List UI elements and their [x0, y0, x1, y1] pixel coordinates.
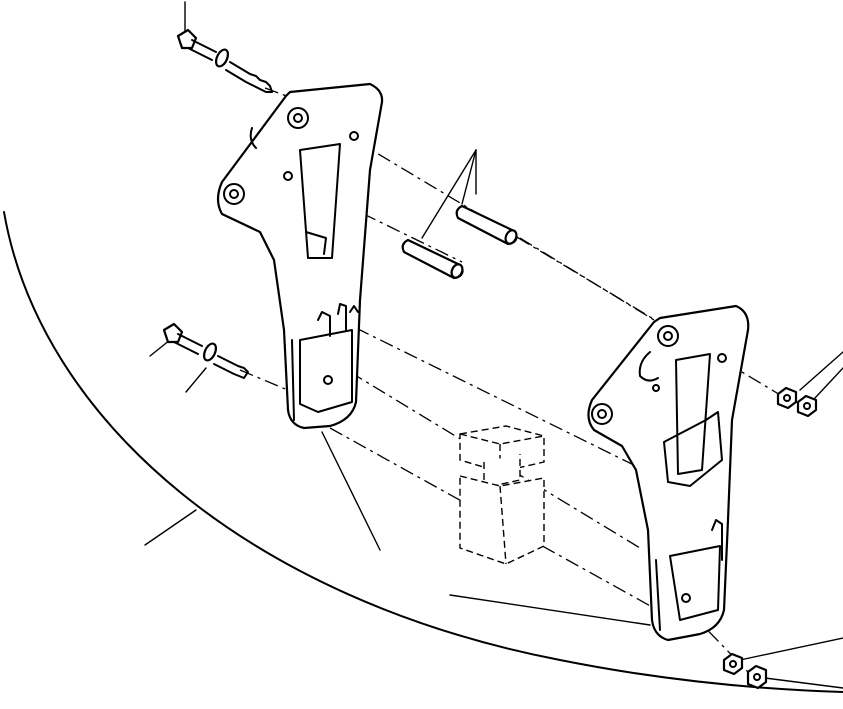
upper-nuts — [776, 386, 818, 418]
upper-bolt-assembly — [176, 28, 273, 93]
leader-lines — [144, 1, 843, 689]
lower-bolt-assembly — [162, 322, 249, 379]
lower-nuts — [722, 652, 768, 690]
phantom-block — [459, 425, 545, 565]
large-arc-outline — [3, 211, 843, 693]
dowel-pins — [401, 204, 518, 280]
left-mounting-bracket — [216, 82, 384, 430]
right-mounting-bracket — [587, 304, 750, 642]
